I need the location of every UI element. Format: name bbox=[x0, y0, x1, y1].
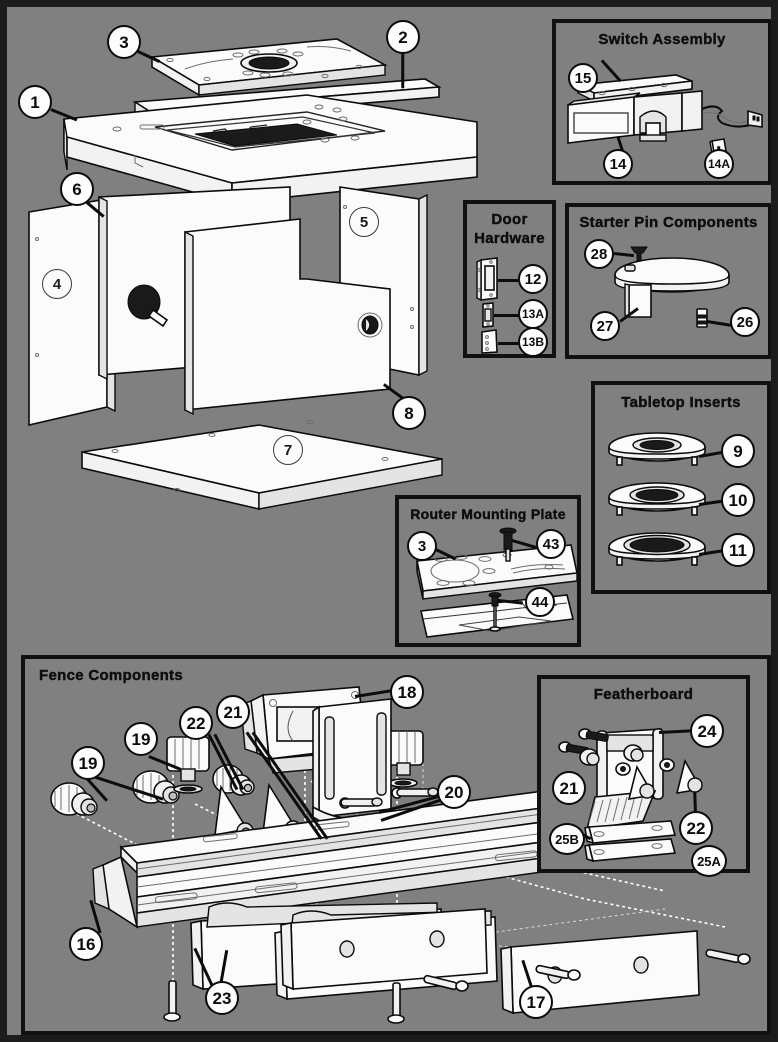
callout-21-fb[interactable]: 21 bbox=[552, 771, 586, 805]
part-starter-pin-plate bbox=[614, 257, 730, 319]
callout-3-rmp[interactable]: 3 bbox=[407, 531, 437, 561]
callout-17[interactable]: 17 bbox=[519, 985, 553, 1019]
door-hardware-title-2: Hardware bbox=[474, 230, 545, 247]
leader-13B bbox=[498, 342, 520, 345]
callout-15[interactable]: 15 bbox=[568, 63, 598, 93]
part-insert-11 bbox=[608, 532, 706, 566]
callout-2[interactable]: 2 bbox=[386, 20, 420, 54]
callout-21[interactable]: 21 bbox=[216, 695, 250, 729]
part-rmp-screw-43 bbox=[499, 527, 517, 562]
part-knob-19a bbox=[50, 782, 98, 816]
part-insert-10 bbox=[608, 482, 706, 516]
main-assembly-art bbox=[28, 38, 478, 511]
switch-assembly-title: Switch Assembly bbox=[598, 31, 726, 48]
part-tabletop bbox=[63, 94, 478, 205]
callout-19-a[interactable]: 19 bbox=[71, 746, 105, 780]
part-thumb-knob-2 bbox=[382, 730, 424, 788]
leader-13A bbox=[494, 314, 520, 317]
panel-featherboard: Featherboard bbox=[537, 675, 750, 877]
part-face-17a bbox=[280, 908, 488, 991]
callout-24[interactable]: 24 bbox=[690, 714, 724, 748]
callout-23[interactable]: 23 bbox=[205, 981, 239, 1015]
starter-pin-art bbox=[614, 246, 730, 328]
part-fb-rail-25a bbox=[584, 838, 677, 863]
panel-door-hardware: Door Hardware bbox=[463, 200, 556, 358]
callout-25B[interactable]: 25B bbox=[549, 823, 585, 855]
part-featherboard-body bbox=[585, 728, 664, 830]
part-insert-9 bbox=[608, 432, 706, 466]
callout-18[interactable]: 18 bbox=[390, 675, 424, 709]
callout-26[interactable]: 26 bbox=[730, 307, 760, 337]
callout-9[interactable]: 9 bbox=[721, 434, 755, 468]
part-switch-box bbox=[567, 90, 763, 144]
panel-starter-pin: Starter Pin Components bbox=[565, 203, 771, 359]
part-fb-bracket-22b bbox=[675, 758, 703, 794]
part-starter-bushing bbox=[696, 308, 708, 328]
tabletop-inserts-art bbox=[608, 432, 706, 566]
starter-pin-title: Starter Pin Components bbox=[579, 214, 758, 231]
callout-12[interactable]: 12 bbox=[518, 264, 548, 294]
callout-8[interactable]: 8 bbox=[392, 396, 426, 430]
part-rmp-screw-44 bbox=[488, 592, 502, 632]
router-mounting-plate-title: Router Mounting Plate bbox=[410, 506, 566, 522]
tabletop-inserts-title: Tabletop Inserts bbox=[621, 394, 741, 411]
callout-10[interactable]: 10 bbox=[721, 483, 755, 517]
part-fb-bracket-22a bbox=[627, 764, 655, 800]
callout-6[interactable]: 6 bbox=[60, 172, 94, 206]
callout-19-b[interactable]: 19 bbox=[124, 722, 158, 756]
part-rmp-plate bbox=[416, 544, 577, 600]
leader-2 bbox=[401, 53, 405, 89]
callout-13A[interactable]: 13A bbox=[518, 299, 548, 329]
door-hardware-title-1: Door bbox=[491, 211, 528, 228]
leader-12 bbox=[498, 279, 520, 282]
callout-3[interactable]: 3 bbox=[107, 25, 141, 59]
panel-router-mounting-plate: Router Mounting Plate bbox=[395, 495, 581, 647]
callout-27[interactable]: 27 bbox=[590, 311, 620, 341]
part-door-plate bbox=[481, 329, 498, 354]
callout-22-fb[interactable]: 22 bbox=[679, 811, 713, 845]
part-starter-screw bbox=[630, 246, 648, 263]
part-router-plate bbox=[149, 38, 388, 97]
callout-14[interactable]: 14 bbox=[603, 149, 633, 179]
part-fb-bolts-21 bbox=[558, 728, 644, 766]
callout-43[interactable]: 43 bbox=[536, 529, 566, 559]
panel-fence-components: Fence Components bbox=[21, 655, 771, 1035]
door-hardware-art bbox=[476, 257, 498, 354]
part-fb-rail-25b bbox=[584, 820, 677, 845]
part-door-catch bbox=[482, 302, 494, 328]
panel-switch-assembly: Switch Assembly bbox=[552, 19, 771, 185]
callout-25A[interactable]: 25A bbox=[691, 845, 727, 877]
part-strike-plate bbox=[476, 257, 498, 302]
callout-44[interactable]: 44 bbox=[525, 587, 555, 617]
featherboard-title: Featherboard bbox=[593, 686, 694, 703]
callout-20[interactable]: 20 bbox=[437, 775, 471, 809]
callout-7[interactable]: 7 bbox=[273, 435, 303, 465]
callout-4[interactable]: 4 bbox=[42, 269, 72, 299]
fence-components-title: Fence Components bbox=[39, 667, 183, 684]
callout-28[interactable]: 28 bbox=[584, 239, 614, 269]
callout-5[interactable]: 5 bbox=[349, 207, 379, 237]
callout-14A[interactable]: 14A bbox=[704, 149, 734, 179]
part-bottom-shelf bbox=[81, 420, 443, 511]
callout-1[interactable]: 1 bbox=[18, 85, 52, 119]
featherboard-art bbox=[558, 728, 703, 863]
switch-assembly-art bbox=[567, 74, 763, 154]
router-mounting-plate-art bbox=[416, 527, 577, 638]
part-fb-washers bbox=[615, 758, 675, 776]
part-front-divider-panel bbox=[184, 218, 391, 416]
callout-13B[interactable]: 13B bbox=[518, 327, 548, 357]
callout-11[interactable]: 11 bbox=[721, 533, 755, 567]
callout-22[interactable]: 22 bbox=[179, 706, 213, 740]
part-studs-23 bbox=[163, 980, 405, 1024]
panel-tabletop-inserts: Tabletop Inserts bbox=[591, 381, 771, 594]
callout-16[interactable]: 16 bbox=[69, 927, 103, 961]
part-bolts-17 bbox=[423, 948, 751, 992]
